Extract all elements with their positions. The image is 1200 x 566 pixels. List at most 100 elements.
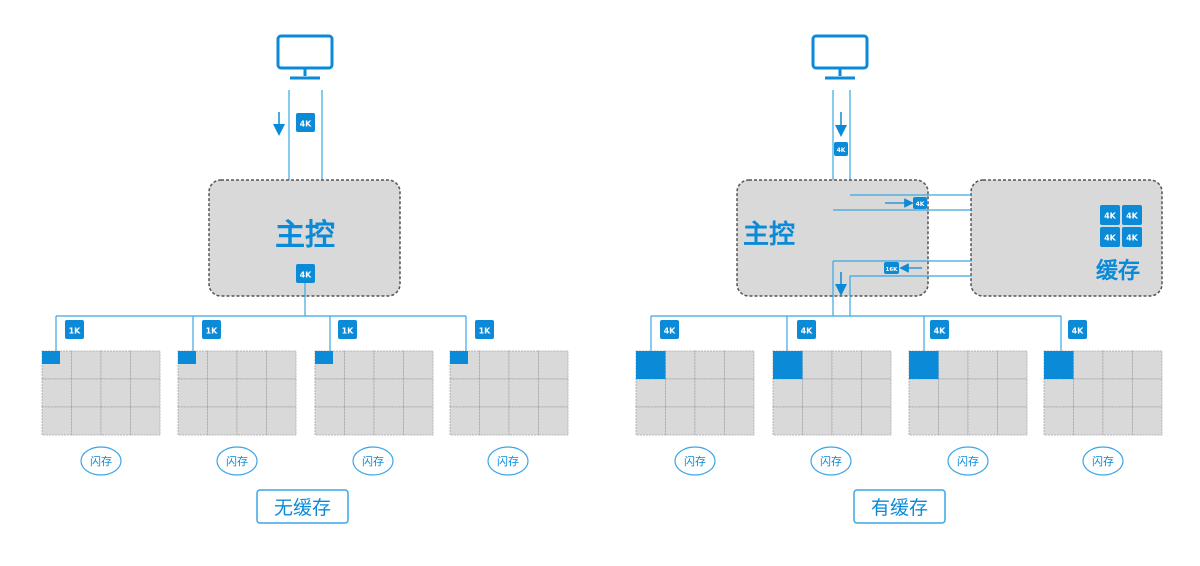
flash-cell <box>314 378 345 408</box>
flash-cell <box>41 378 72 408</box>
to-cache-badge: 4K <box>913 197 927 209</box>
cache-label: 缓存 <box>1096 258 1140 284</box>
written-page <box>178 351 196 364</box>
flash-chip <box>449 350 569 436</box>
flash-cell <box>479 350 510 380</box>
flash-cell <box>802 350 833 380</box>
flash-cell <box>724 350 755 380</box>
chip-badge: 1K <box>202 320 221 339</box>
flash-cell <box>266 350 297 380</box>
flash-cell <box>207 378 238 408</box>
flash-cell <box>266 406 297 436</box>
flash-cell <box>479 378 510 408</box>
flash-cell <box>314 406 345 436</box>
left-panel: 4K 主控 4K 1K 1K 1K 1K 闪存 闪存 闪存 闪存 无缓存 <box>41 34 569 524</box>
cache-block: 4K <box>1100 205 1120 225</box>
flash-label: 闪存 <box>674 446 716 476</box>
chip-badge: 1K <box>338 320 357 339</box>
flash-cell <box>724 378 755 408</box>
svg-text:闪存: 闪存 <box>362 454 384 468</box>
flash-cell <box>997 378 1028 408</box>
svg-text:16K: 16K <box>886 267 899 273</box>
flash-cell <box>938 378 969 408</box>
flash-label: 闪存 <box>352 446 394 476</box>
flash-label: 闪存 <box>80 446 122 476</box>
svg-text:1K: 1K <box>69 327 82 336</box>
svg-text:闪存: 闪存 <box>820 454 842 468</box>
svg-text:无缓存: 无缓存 <box>274 497 331 519</box>
flash-cell <box>71 378 102 408</box>
written-page <box>42 351 60 364</box>
flash-cell <box>449 406 480 436</box>
flash-cell <box>967 406 998 436</box>
svg-text:1K: 1K <box>342 327 355 336</box>
flash-cell <box>508 406 539 436</box>
flash-cell <box>479 406 510 436</box>
flash-chip <box>1043 350 1163 436</box>
flash-cell <box>177 378 208 408</box>
flash-label: 闪存 <box>1082 446 1124 476</box>
flash-cell <box>1043 378 1074 408</box>
host-badge: 4K <box>834 142 848 156</box>
svg-text:4K: 4K <box>300 120 313 129</box>
svg-text:4K: 4K <box>1104 212 1117 221</box>
flash-cell <box>266 378 297 408</box>
from-cache-badge: 16K <box>884 262 899 274</box>
flash-cell <box>403 406 434 436</box>
flash-cell <box>373 378 404 408</box>
flash-cell <box>403 378 434 408</box>
flash-cell <box>236 350 267 380</box>
flash-cell <box>908 406 939 436</box>
flash-chip <box>772 350 892 436</box>
flash-cell <box>1102 406 1133 436</box>
svg-text:闪存: 闪存 <box>684 454 706 468</box>
svg-text:闪存: 闪存 <box>1092 454 1114 468</box>
controller-out-badge: 4K <box>296 264 315 283</box>
flash-cell <box>861 350 892 380</box>
flash-cell <box>71 350 102 380</box>
flash-cell <box>130 406 161 436</box>
flash-cell <box>100 406 131 436</box>
flash-cell <box>1073 406 1104 436</box>
flash-cell <box>1073 378 1104 408</box>
svg-text:4K: 4K <box>1126 212 1139 221</box>
flash-cell <box>538 378 569 408</box>
svg-text:1K: 1K <box>479 327 492 336</box>
svg-text:闪存: 闪存 <box>957 454 979 468</box>
controller-label: 主控 <box>743 220 795 250</box>
flash-cell <box>403 350 434 380</box>
svg-text:4K: 4K <box>1072 327 1085 336</box>
flash-cell <box>1102 350 1133 380</box>
flash-label: 闪存 <box>810 446 852 476</box>
svg-text:4K: 4K <box>1104 234 1117 243</box>
svg-text:4K: 4K <box>801 327 814 336</box>
caption-with-cache: 有缓存 <box>853 489 946 524</box>
flash-cell <box>635 406 666 436</box>
flash-cell <box>1043 406 1074 436</box>
svg-text:4K: 4K <box>1126 234 1139 243</box>
flash-cell <box>938 350 969 380</box>
flash-cell <box>831 378 862 408</box>
chip-badge: 4K <box>1068 320 1087 339</box>
flash-chip <box>635 350 755 436</box>
svg-text:闪存: 闪存 <box>90 454 112 468</box>
flash-cell <box>724 406 755 436</box>
written-page <box>636 351 666 379</box>
flash-cell <box>207 350 238 380</box>
flash-cell <box>130 350 161 380</box>
svg-text:4K: 4K <box>916 201 925 208</box>
flash-cell <box>802 378 833 408</box>
flash-cell <box>772 406 803 436</box>
flash-cell <box>236 378 267 408</box>
flash-cell <box>908 378 939 408</box>
flash-cell <box>1132 406 1163 436</box>
flash-cell <box>1132 350 1163 380</box>
flash-cell <box>344 406 375 436</box>
flash-cell <box>861 406 892 436</box>
flash-cell <box>938 406 969 436</box>
flash-cell <box>665 350 696 380</box>
flash-cell <box>538 406 569 436</box>
flash-label: 闪存 <box>216 446 258 476</box>
